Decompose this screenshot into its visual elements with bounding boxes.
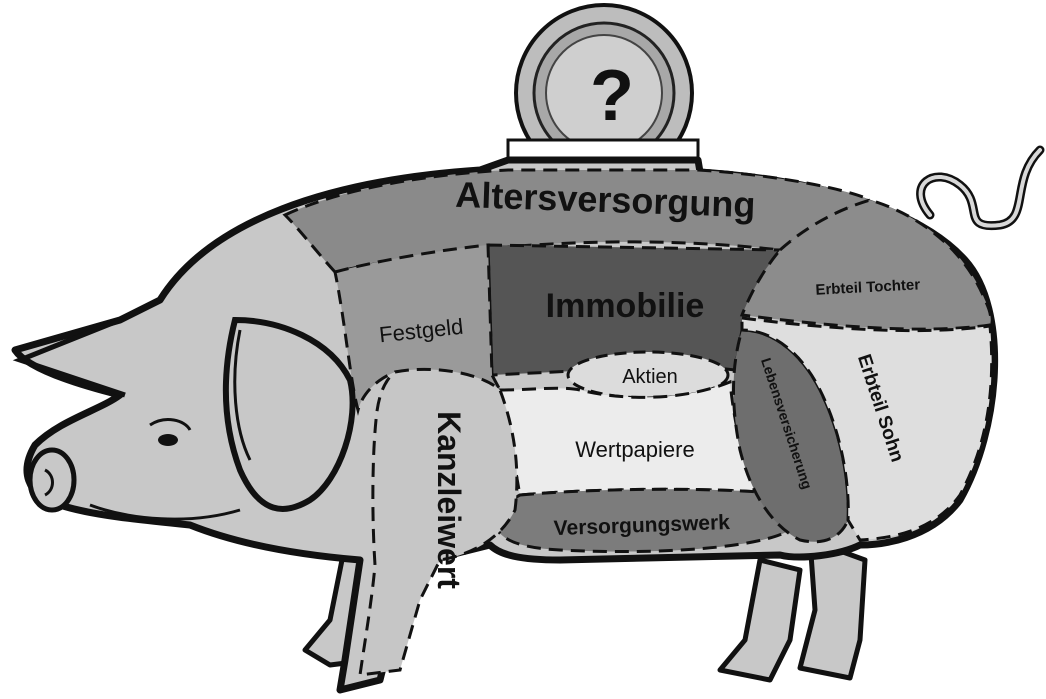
label-immobilie: Immobilie [546,287,705,325]
eye [158,434,178,446]
coin-symbol: ? [590,56,634,136]
label-wertpapiere: Wertpapiere [575,437,694,462]
hind-leg-right [800,540,865,678]
label-aktien: Aktien [622,366,678,388]
label-kanzleiwert: Kanzleiwert [431,411,467,589]
hind-leg-back [720,560,800,680]
